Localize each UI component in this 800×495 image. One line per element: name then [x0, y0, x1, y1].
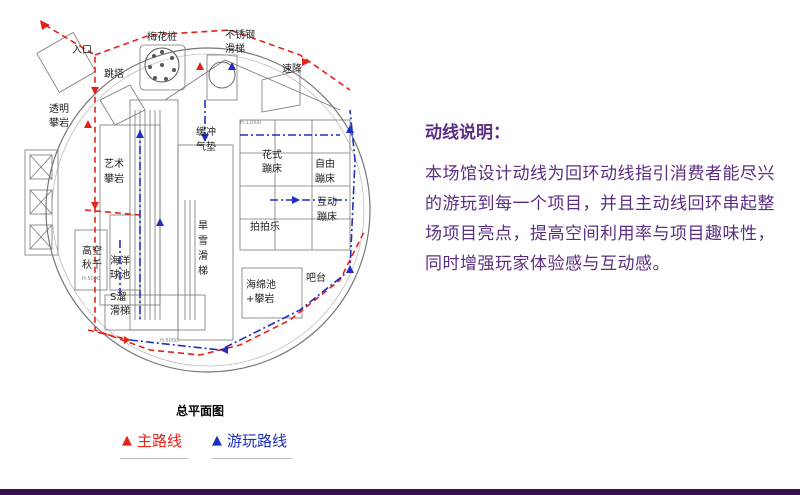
- venue-outline: [45, 47, 371, 373]
- bottom-bar: [0, 489, 800, 495]
- structure-lines: [24, 31, 351, 341]
- label-sponge-2: +攀岩: [246, 292, 274, 305]
- plum-post-ring: [144, 47, 180, 83]
- label-dim-1: H:11000: [240, 120, 261, 126]
- label-free-tramp-2: 蹦床: [315, 172, 335, 185]
- legend-main-route: ▲ 主路线: [122, 430, 182, 451]
- main-route-arrows: [40, 20, 310, 344]
- label-cushion-1: 缓冲: [196, 125, 216, 138]
- floor-plan: 入口 梅花桩 不锈钢 滑梯 跳塔 速降 透明 攀岩 缓冲 气垫 艺术 攀岩 花式…: [24, 20, 371, 373]
- label-steel-slide-2: 滑梯: [225, 42, 245, 55]
- label-fancy-tramp-2: 蹦床: [262, 162, 282, 175]
- legend-main-route-label: 主路线: [137, 432, 183, 450]
- label-counter: 吧台: [306, 271, 326, 284]
- label-inter-tramp-2: 蹦床: [317, 210, 337, 223]
- label-high-swing-1: 高空: [82, 244, 102, 257]
- label-plum-post: 梅花桩: [147, 30, 177, 43]
- label-dry-slide-4: 梯: [198, 264, 208, 277]
- legend-tour-route: ▲ 游玩路线: [212, 430, 287, 451]
- label-free-tramp-1: 自由: [315, 157, 335, 170]
- label-sponge-1: 海绵池: [246, 278, 276, 291]
- tour-route-arrows: [136, 62, 354, 354]
- description-heading: 动线说明：: [425, 123, 510, 143]
- label-s-slide-1: S溜: [110, 290, 126, 303]
- triangle-red-icon: ▲: [122, 433, 132, 448]
- plum-post-dots: [148, 50, 176, 81]
- label-inter-tramp-1: 互动: [317, 196, 337, 208]
- main-route-path: [44, 24, 366, 356]
- tour-route-inner: [119, 100, 350, 320]
- label-speed-drop: 速降: [282, 62, 302, 75]
- main-route-top: [94, 29, 351, 91]
- label-art-climb-2: 攀岩: [104, 172, 124, 185]
- triangle-blue-icon: ▲: [212, 433, 222, 448]
- label-dim-2: H:5000: [82, 276, 100, 282]
- legend-divider-right: [212, 458, 292, 459]
- label-jump-tower: 跳塔: [104, 67, 124, 80]
- venue-inner-outline: [51, 53, 365, 367]
- label-steel-slide-1: 不锈钢: [225, 28, 255, 41]
- label-clear-climb-2: 攀岩: [49, 116, 69, 129]
- legend-tour-route-label: 游玩路线: [227, 432, 288, 450]
- plan-title: 总平面图: [175, 404, 224, 418]
- label-ball-pool-1: 海洋: [110, 254, 130, 267]
- label-dry-slide-2: 雪: [198, 235, 208, 247]
- label-dry-slide-1: 旱: [198, 220, 208, 232]
- label-s-slide-2: 滑梯: [110, 304, 130, 317]
- main-route-inner: [84, 209, 141, 341]
- legend-divider-left: [120, 458, 188, 459]
- slide-spiral: [208, 61, 236, 89]
- description-body: 本场馆设计动线为回环动线指引消费者能尽兴的游玩到每一个项目，并且主动线回环串起整…: [425, 164, 775, 274]
- label-clear-climb-1: 透明: [49, 103, 69, 115]
- label-art-climb-1: 艺术: [104, 158, 124, 170]
- label-entrance: 入口: [72, 45, 92, 56]
- tour-route-path: [129, 109, 356, 351]
- label-cushion-2: 气垫: [196, 140, 216, 153]
- description-panel: 动线说明： 本场馆设计动线为回环动线指引消费者能尽兴的游玩到每一个项目，并且主动…: [425, 118, 775, 279]
- label-dry-slide-3: 滑: [198, 250, 208, 262]
- label-dim-3: H:5000: [160, 338, 178, 344]
- label-high-swing-2: 秋千: [82, 258, 102, 271]
- label-whack: 拍拍乐: [250, 220, 280, 233]
- label-fancy-tramp-1: 花式: [262, 148, 282, 161]
- label-ball-pool-2: 球池: [110, 268, 130, 281]
